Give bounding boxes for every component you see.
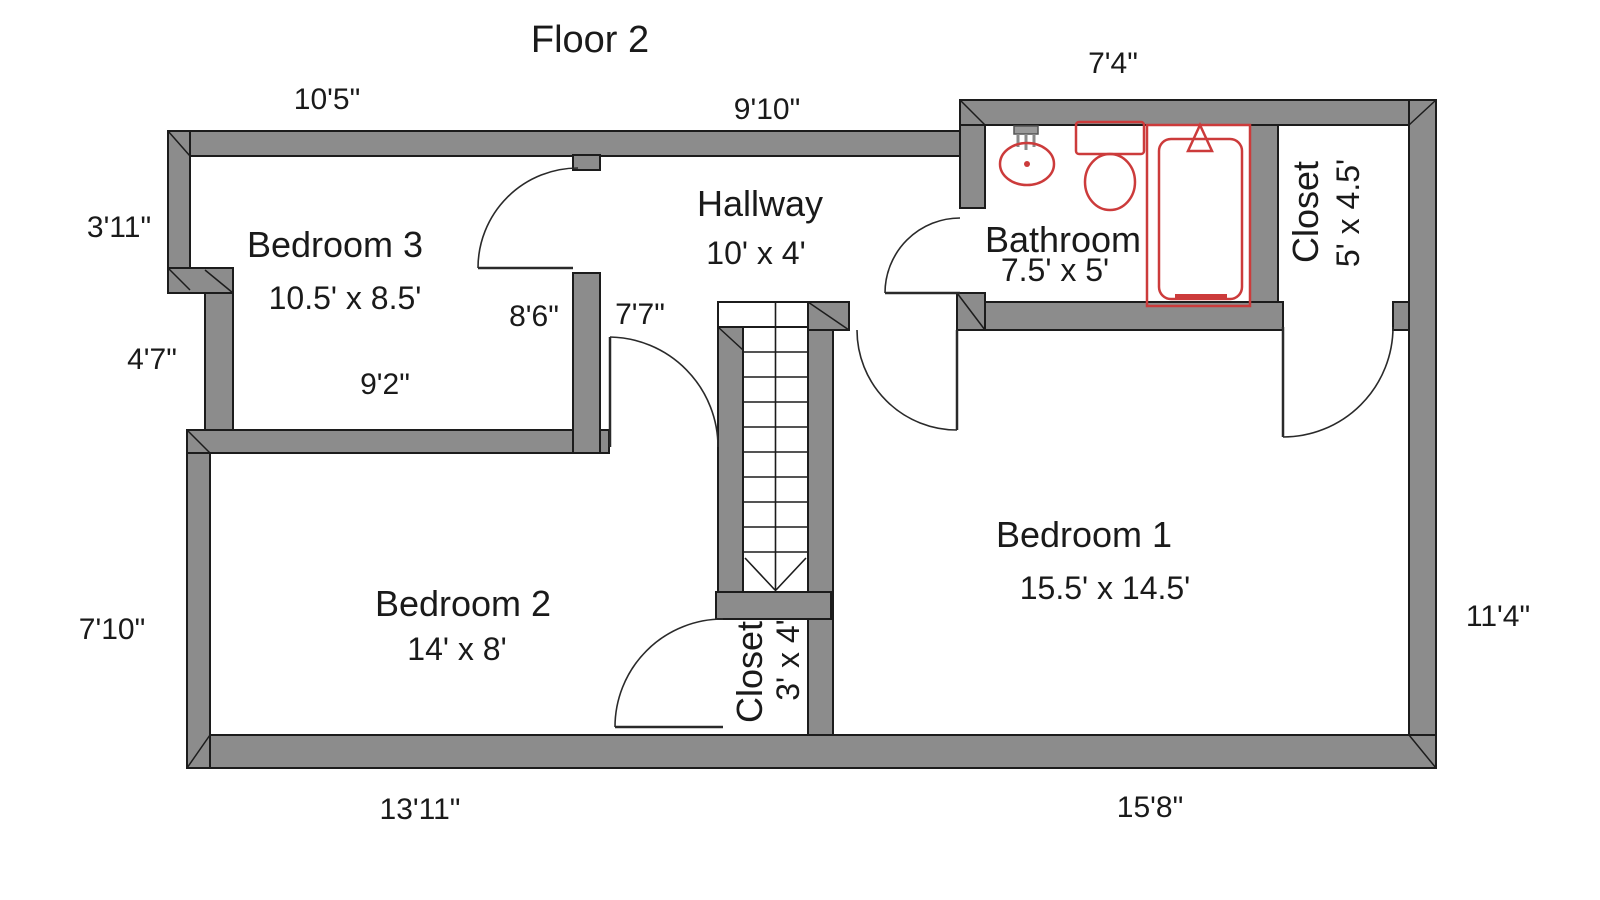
closet-lower-door	[614, 618, 724, 729]
bedroom3-size: 10.5' x 8.5'	[268, 280, 422, 316]
bedroom1-label: Bedroom 1	[995, 514, 1173, 555]
wall-bottom	[186, 734, 1437, 769]
dim-bottom-left: 13'11"	[379, 793, 461, 826]
wall-bath-closet-divider	[1249, 124, 1279, 303]
closet-lower-size: 3' x 4'	[770, 619, 806, 701]
corner-bevels	[167, 99, 1437, 769]
bedroom3-door	[477, 167, 579, 270]
wall-stairs-left	[717, 326, 744, 593]
bathroom-size: 7.5' x 5'	[1000, 252, 1110, 288]
bedroom1-door	[856, 329, 959, 431]
dim-bedroom3-wall: 8'6"	[509, 300, 559, 333]
hallway-label: Hallway	[696, 183, 824, 224]
toilet-icon	[1074, 120, 1146, 212]
bathroom-door	[884, 217, 961, 295]
bathtub-icon	[1145, 122, 1252, 308]
dim-right-side: 11'4"	[1465, 600, 1531, 633]
sink-icon	[998, 125, 1056, 187]
wall-left-bedroom2	[186, 429, 211, 769]
doors	[477, 167, 1394, 729]
walls	[167, 99, 1437, 769]
dim-bottom-right: 15'8"	[1116, 791, 1184, 824]
stairs-top-row	[717, 301, 809, 328]
bedroom3-label: Bedroom 3	[246, 224, 424, 265]
bathroom-fixtures	[998, 120, 1252, 308]
wall-left-step	[167, 267, 234, 294]
bedroom2-label: Bedroom 2	[374, 583, 552, 624]
dim-top-left: 10'5"	[293, 83, 361, 116]
closet-lower-label: Closet	[729, 620, 770, 724]
door-stub-bedroom3	[572, 154, 601, 171]
closet-upper-door	[1281, 326, 1394, 438]
page-title: Floor 2	[530, 19, 650, 61]
closet-upper-label: Closet	[1285, 160, 1326, 264]
bathroom-door-swing	[884, 217, 961, 294]
wall-top-left	[167, 130, 961, 157]
hallway-size: 10' x 4'	[706, 235, 806, 271]
dim-left-mid: 4'7"	[127, 343, 177, 376]
jamb-closet5-door	[1392, 301, 1410, 331]
closet-upper-door-swing	[1282, 326, 1394, 438]
bedroom1-door-swing	[856, 329, 958, 431]
wall-stairs-landing	[715, 591, 832, 620]
stairs-break-left	[744, 557, 776, 591]
bathroom-label: Bathroom	[984, 219, 1142, 260]
bedroom3-door-swing	[477, 167, 579, 269]
dim-top-middle: 9'10"	[733, 93, 801, 126]
stairs-icon	[717, 301, 809, 593]
closet-upper-size: 5' x 4.5'	[1330, 158, 1366, 268]
bedroom1-size: 15.5' x 14.5'	[1019, 570, 1191, 606]
wall-right	[1408, 99, 1437, 769]
dim-hallway-door: 7'7"	[615, 298, 665, 331]
closet-lower-door-swing	[614, 618, 724, 728]
wall-stairs-closet-right	[807, 301, 834, 736]
wall-bathroom-bottom	[984, 301, 1284, 331]
bedroom2-door-swing	[609, 336, 719, 448]
bedroom2-size: 14' x 8'	[407, 631, 507, 667]
wall-top-bathroom	[959, 99, 1437, 126]
wall-bathroom-left-upper	[959, 124, 986, 209]
bedroom2-door	[608, 336, 719, 448]
wall-bedroom3-bottom	[186, 429, 610, 454]
dim-left-upper: 3'11"	[86, 211, 152, 244]
stairs-break-right	[775, 557, 807, 591]
dim-left-lower: 7'10"	[78, 613, 146, 646]
dim-bedroom3-inner: 9'2"	[360, 368, 410, 401]
dim-top-bathroom: 7'4"	[1088, 47, 1138, 80]
wall-bedroom3-right	[572, 272, 601, 454]
